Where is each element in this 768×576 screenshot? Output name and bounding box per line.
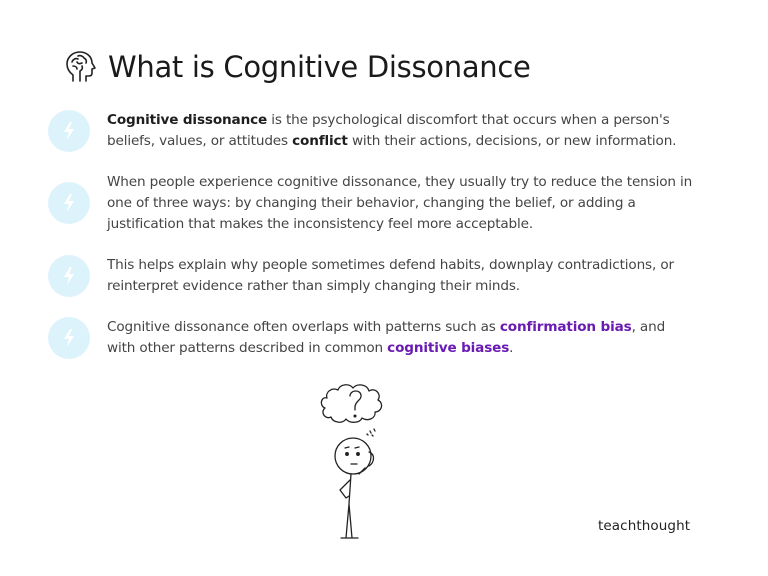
bullet-bubble bbox=[48, 110, 90, 152]
item-text: When people experience cognitive dissona… bbox=[107, 174, 693, 232]
text-segment: is the psychological discomfort that occ… bbox=[107, 112, 670, 149]
lightning-bolt-icon bbox=[64, 329, 74, 347]
lightning-bolt-icon bbox=[64, 122, 74, 140]
text-segment: . bbox=[509, 340, 514, 356]
text-segment: with their actions, decisions, or new in… bbox=[347, 133, 677, 149]
brand-logo-text: teachthought bbox=[598, 518, 691, 534]
text-segment: , and with other patterns described in c… bbox=[107, 319, 666, 356]
header: What is Cognitive Dissonance bbox=[64, 50, 531, 84]
cognitive-biases-link[interactable]: cognitive biases bbox=[387, 340, 510, 356]
item-text: Cognitive dissonance is the psychologica… bbox=[107, 110, 697, 152]
confirmation-bias-link[interactable]: confirmation bias bbox=[499, 319, 632, 335]
term-bold: conflict bbox=[292, 133, 348, 149]
lightning-bolt-icon bbox=[64, 267, 74, 285]
bullet-bubble bbox=[48, 317, 90, 359]
bullet-bubble bbox=[48, 255, 90, 297]
item-text: This helps explain why people sometimes … bbox=[107, 257, 674, 294]
page-title: What is Cognitive Dissonance bbox=[108, 50, 531, 84]
text-segment: Cognitive dissonance often overlaps with… bbox=[107, 319, 500, 335]
confused-stick-figure-icon bbox=[315, 378, 410, 546]
brain-head-icon bbox=[64, 50, 98, 84]
bullet-bubble bbox=[48, 182, 90, 224]
term-bold: Cognitive dissonance bbox=[107, 112, 268, 128]
item-text: Cognitive dissonance often overlaps with… bbox=[107, 317, 697, 359]
lightning-bolt-icon bbox=[64, 194, 74, 212]
